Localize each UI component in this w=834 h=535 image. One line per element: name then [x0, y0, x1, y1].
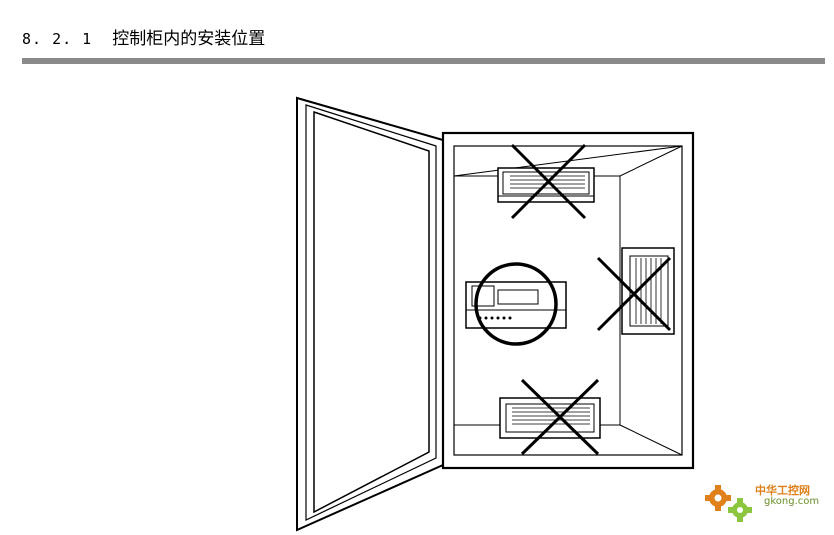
section-number: 8. 2. 1 — [22, 30, 93, 48]
watermark: 中华工控网 gkong.com — [700, 478, 830, 528]
gear-icon — [705, 485, 752, 522]
wrong-mark-bottom — [520, 378, 600, 456]
cabinet-door — [296, 96, 444, 532]
wrong-mark-right — [596, 256, 672, 332]
watermark-domain: gkong.com — [764, 496, 820, 507]
wrong-mark-top — [510, 143, 587, 220]
watermark-name: 中华工控网 — [755, 484, 810, 497]
header-rule — [22, 58, 825, 64]
section-header: 8. 2. 1 控制柜内的安装位置 — [22, 24, 265, 49]
device-top — [497, 167, 595, 203]
device-bottom — [499, 397, 601, 439]
correct-mark-circle — [474, 262, 558, 346]
section-title: 控制柜内的安装位置 — [112, 29, 266, 49]
